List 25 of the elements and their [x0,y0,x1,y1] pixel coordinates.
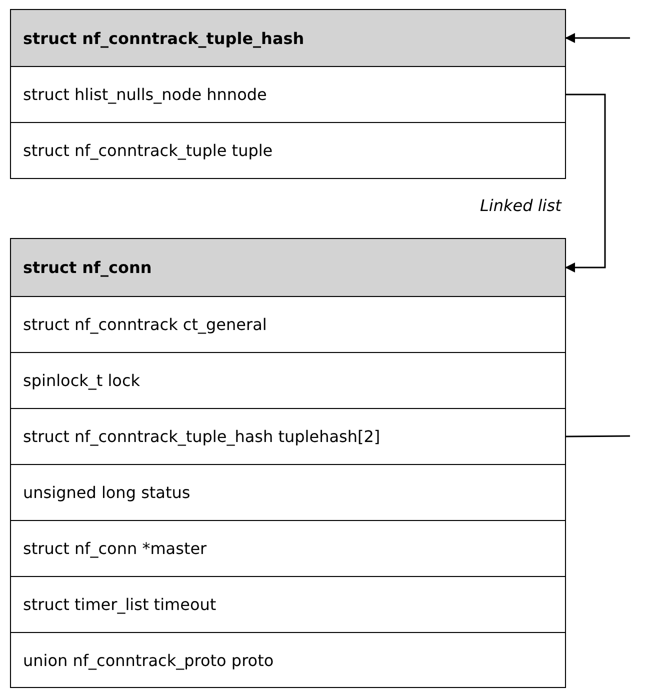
field-name: spinlock_t lock [23,371,140,390]
struct-field-cell [10,408,566,465]
struct-field-cell [10,296,566,353]
field-name: struct timer_list timeout [23,595,216,614]
struct-field-cell [10,66,566,123]
connector-line [566,435,630,438]
struct-header-cell [10,9,566,67]
field-name: struct nf_conntrack ct_general [23,315,267,334]
struct-name: struct nf_conntrack_tuple_hash [23,28,304,48]
arrow [565,33,630,43]
field-name: struct hlist_nulls_node hnnode [23,85,267,104]
struct-name: struct nf_conn [23,258,152,277]
struct-header-cell [10,238,566,297]
arrow [565,94,606,272]
struct-field-cell [10,520,566,577]
field-name: struct nf_conntrack_tuple tuple [23,141,273,160]
field-name: unsigned long status [23,483,190,502]
field-name: struct nf_conntrack_tuple_hash tuplehash[2] [23,427,380,446]
field-name: union nf_conntrack_proto proto [23,650,274,670]
struct-field-cell [10,464,566,521]
struct-field-cell [10,122,566,179]
struct-field-cell [10,632,566,688]
field-name: struct nf_conn *master [23,539,207,558]
struct-field-cell [10,576,566,633]
struct-field-cell [10,352,566,409]
